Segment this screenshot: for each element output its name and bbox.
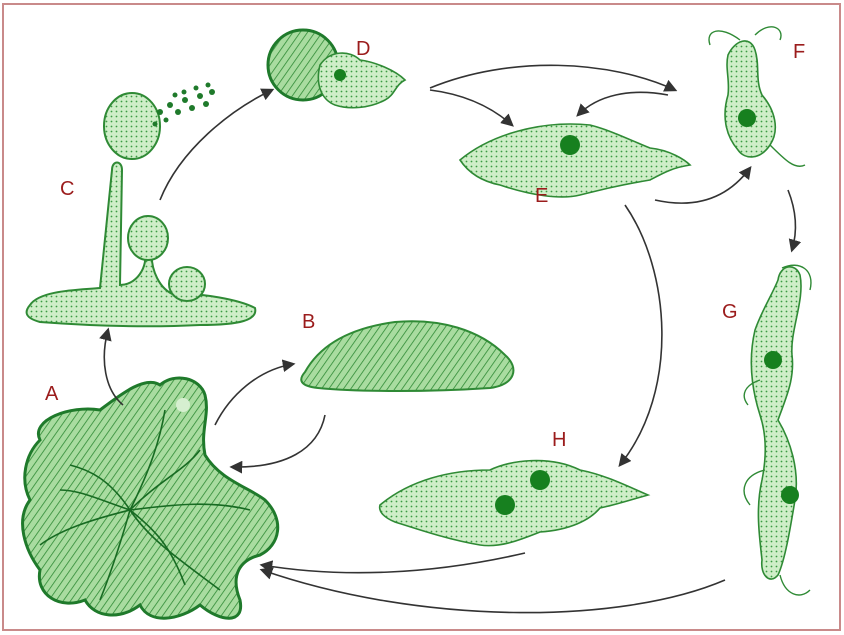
label-f: F (793, 41, 805, 63)
arrow-a-to-b (215, 364, 293, 425)
stage-e-myxamoeba (460, 124, 690, 197)
spores-icon (153, 83, 216, 127)
arrow-e-to-f (655, 168, 750, 203)
arrow-f-to-g (788, 190, 795, 250)
stage-g-dividing-cells (744, 265, 811, 595)
stage-b-sclerotium (301, 321, 513, 391)
arrow-c-to-d (160, 90, 272, 200)
arrow-d-to-f (430, 65, 675, 90)
label-g: G (722, 301, 738, 323)
arrow-g-to-a (262, 570, 725, 613)
stage-d-germinating-spore (268, 30, 405, 108)
label-h: H (552, 429, 566, 451)
arrow-h-to-a (262, 553, 525, 573)
stage-a-plasmodium (23, 378, 278, 618)
label-d: D (356, 38, 370, 60)
arrow-b-to-a (232, 415, 325, 467)
label-e: E (535, 185, 548, 207)
stage-c-sporangia (27, 83, 256, 327)
label-a: A (45, 383, 59, 405)
stage-h-fusing-amoebae (380, 461, 648, 546)
label-b: B (302, 311, 315, 333)
stage-f-swarm-cell (709, 27, 805, 166)
arrow-e-to-h (620, 205, 662, 465)
arrow-f-to-e (578, 92, 668, 115)
arrow-d-to-e (430, 90, 512, 125)
label-c: C (60, 178, 74, 200)
